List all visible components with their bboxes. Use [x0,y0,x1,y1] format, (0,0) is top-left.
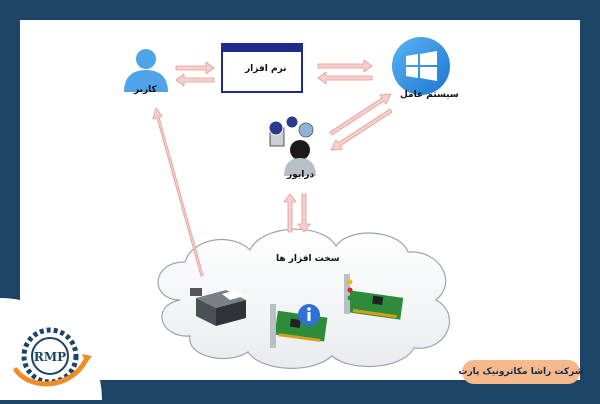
user-icon [124,49,168,92]
arrow-software-to-user [175,73,215,87]
arrow-os-to-driver [330,108,393,151]
company-logo-area: RMP [0,298,102,400]
arrow-software-to-os [317,59,373,73]
sound-card-icon [344,274,404,320]
company-name-badge: شرکت راشا مکاترونیک پارت [458,360,584,384]
driver-icon [268,115,316,176]
arrow-os-to-software [317,71,373,85]
printer-icon [190,288,246,326]
arrows [152,59,393,277]
driver-label: درایور [287,170,315,180]
arrow-driver-to-os [329,93,392,136]
logo-text: RMP [34,350,66,364]
os-label: سیستم عامل [400,90,459,100]
hardware-label: سخت افزار ها [276,254,340,264]
software-window-icon [221,43,303,93]
hardware-cloud [157,228,451,369]
arrow-printer-to-user [152,107,204,277]
windows-logo-icon [392,37,450,95]
arrow-user-to-software [175,61,215,75]
arrow-driver-to-hardware [297,193,311,233]
user-label: کاربر [134,85,157,95]
rmp-logo: RMP [13,327,92,387]
software-label: نرم افزار [245,64,287,74]
arrow-hardware-to-driver [283,193,297,233]
info-icon [298,304,320,326]
